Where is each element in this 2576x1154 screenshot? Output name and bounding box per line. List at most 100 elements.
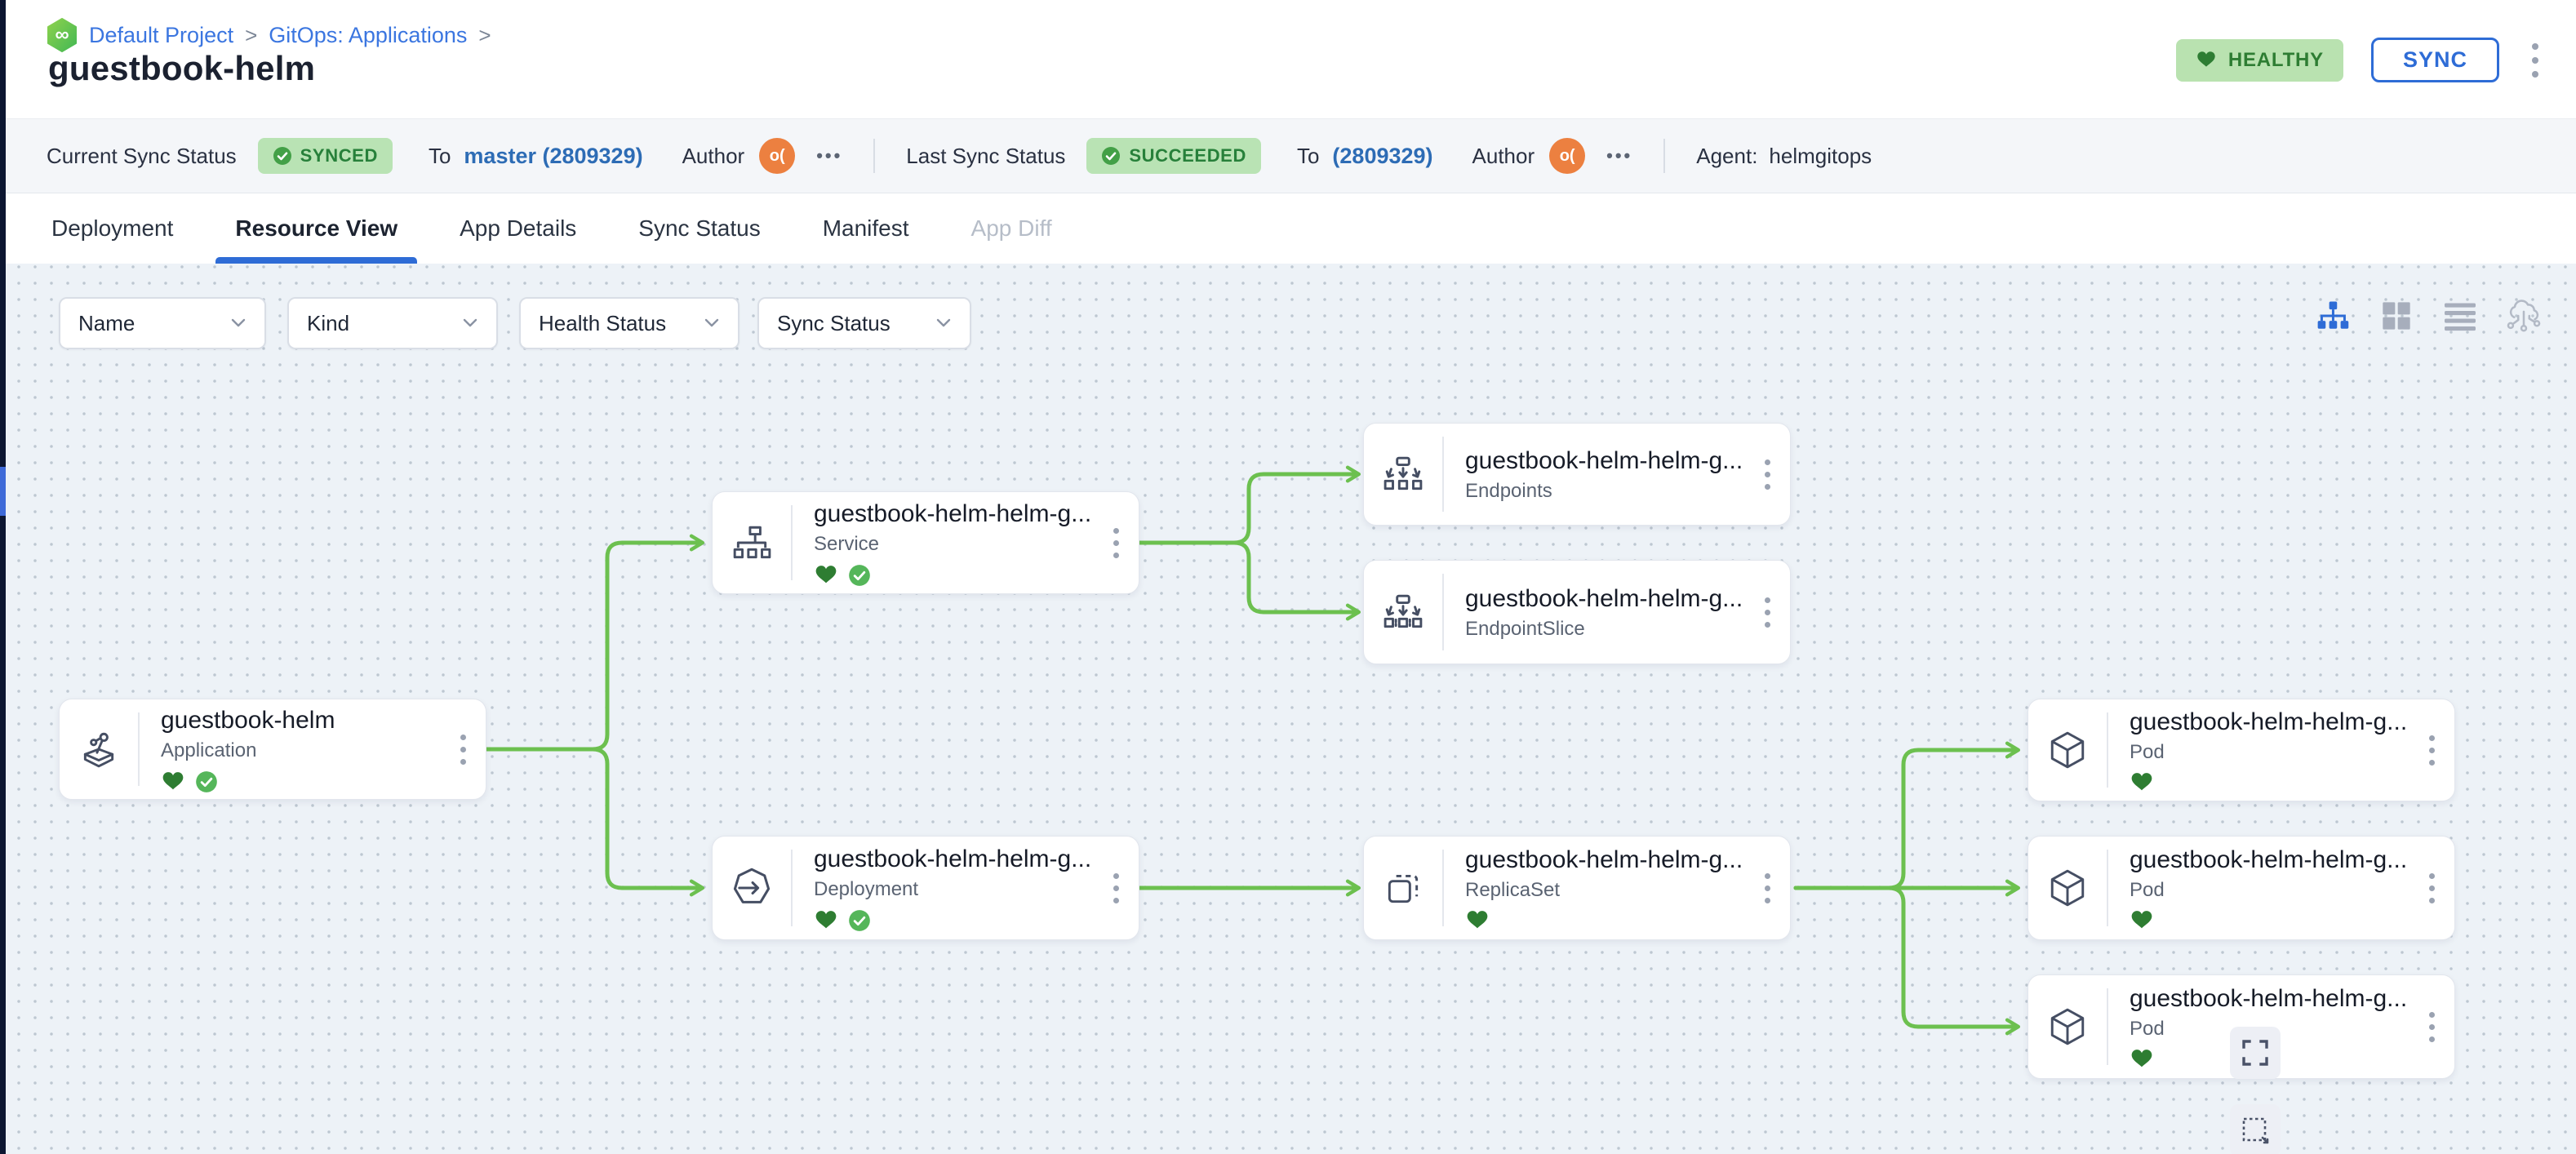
node-pod-2[interactable]: guestbook-helm-helm-g... Pod (2027, 836, 2455, 940)
node-kebab-menu[interactable] (2409, 699, 2454, 801)
filter-name-dropdown[interactable]: Name (59, 297, 266, 349)
healthy-heart-icon (2131, 772, 2152, 790)
breadcrumb-item-project[interactable]: Default Project (89, 22, 234, 47)
resource-graph-canvas[interactable]: Name Kind Health Status Sync Status (6, 264, 2576, 1154)
list-view-icon[interactable] (2442, 298, 2478, 334)
chevron-down-icon (936, 318, 951, 327)
divider (1442, 850, 1444, 926)
deployment-icon (713, 837, 791, 939)
node-title: guestbook-helm (161, 707, 335, 734)
synced-check-icon (849, 565, 870, 586)
commit-more-button[interactable]: ••• (816, 145, 843, 166)
grid-view-icon[interactable] (2378, 298, 2414, 334)
tab-deployment[interactable]: Deployment (51, 215, 174, 241)
node-kebab-menu[interactable] (1744, 561, 1790, 664)
tree-view-icon[interactable] (2315, 298, 2351, 334)
tab-resource-view[interactable]: Resource View (215, 193, 417, 264)
tab-manifest[interactable]: Manifest (822, 215, 909, 241)
node-title: guestbook-helm-helm-g... (814, 846, 1092, 872)
header: ∞ Default Project > GitOps: Applications… (6, 0, 2576, 118)
filter-label: Health Status (539, 310, 667, 335)
node-replicaset[interactable]: guestbook-helm-helm-g... ReplicaSet (1363, 836, 1791, 940)
breadcrumb-separator: > (478, 22, 491, 47)
node-kebab-menu[interactable] (440, 699, 486, 799)
node-kind: Pod (2130, 1017, 2165, 1040)
node-title: guestbook-helm-helm-g... (2130, 984, 2408, 1012)
synced-badge-label: SYNCED (300, 145, 378, 166)
last-revision-link[interactable]: (2809329) (1332, 143, 1433, 168)
node-kind: Service (814, 533, 880, 555)
check-circle-icon (1102, 147, 1121, 165)
node-service[interactable]: guestbook-helm-helm-g... Service (712, 491, 1139, 594)
agent-label: Agent: (1696, 143, 1758, 168)
node-kebab-menu[interactable] (1093, 837, 1139, 939)
heart-icon (2196, 51, 2217, 70)
application-icon (60, 699, 138, 799)
node-kind: Pod (2130, 740, 2165, 763)
breadcrumb-item-applications[interactable]: GitOps: Applications (269, 22, 468, 47)
divider (1663, 139, 1666, 173)
node-deployment[interactable]: guestbook-helm-helm-g... Deployment (712, 836, 1139, 940)
node-title: guestbook-helm-helm-g... (1465, 585, 1743, 612)
node-kebab-menu[interactable] (2409, 975, 2454, 1078)
header-kebab-menu[interactable] (2527, 38, 2543, 82)
succeeded-badge-label: SUCCEEDED (1129, 145, 1246, 166)
node-kebab-menu[interactable] (1093, 492, 1139, 593)
author-avatar: o( (1549, 138, 1586, 174)
current-sync-status-label: Current Sync Status (47, 143, 237, 168)
divider (1442, 574, 1444, 650)
breadcrumb-separator: > (245, 22, 258, 47)
filter-kind-dropdown[interactable]: Kind (287, 297, 498, 349)
node-endpointslice[interactable]: guestbook-helm-helm-g... EndpointSlice (1363, 560, 1791, 664)
node-kind: Deployment (814, 878, 919, 900)
healthy-heart-icon (2131, 910, 2152, 928)
page-title: guestbook-helm (48, 49, 316, 87)
node-kind: EndpointSlice (1465, 618, 1585, 640)
cloud-view-icon[interactable] (2506, 298, 2542, 334)
last-sync-status-label: Last Sync Status (906, 143, 1066, 168)
marquee-select-button[interactable] (2230, 1104, 2281, 1154)
node-endpoints[interactable]: guestbook-helm-helm-g... Endpoints (1363, 423, 1791, 526)
fullscreen-icon (2242, 1040, 2268, 1066)
health-badge-label: HEALTHY (2227, 48, 2324, 71)
node-kebab-menu[interactable] (1744, 837, 1790, 939)
node-kind: ReplicaSet (1465, 878, 1561, 901)
pod-icon (2028, 699, 2107, 801)
filter-sync-status-dropdown[interactable]: Sync Status (757, 297, 971, 349)
node-application[interactable]: guestbook-helm Application (59, 699, 486, 800)
divider (2107, 850, 2108, 926)
current-revision-link[interactable]: master (2809329) (464, 143, 643, 168)
marquee-select-icon (2242, 1117, 2269, 1144)
divider (873, 139, 876, 173)
healthy-heart-icon (815, 910, 837, 928)
node-title: guestbook-helm-helm-g... (814, 500, 1092, 527)
divider (1442, 437, 1444, 512)
sync-button[interactable]: SYNC (2370, 38, 2499, 82)
pod-icon (2028, 837, 2107, 939)
divider (138, 712, 140, 786)
check-circle-icon (273, 147, 291, 165)
graph-edges (481, 465, 2021, 1036)
succeeded-badge: SUCCEEDED (1086, 138, 1261, 174)
node-kebab-menu[interactable] (2409, 837, 2454, 939)
fullscreen-button[interactable] (2230, 1027, 2281, 1079)
filter-health-status-dropdown[interactable]: Health Status (519, 297, 739, 349)
collapsed-sidebar-rail[interactable] (0, 0, 6, 1154)
tab-sync-status[interactable]: Sync Status (638, 215, 761, 241)
health-status-badge: HEALTHY (2175, 38, 2343, 82)
sidebar-active-indicator (0, 467, 6, 516)
node-title: guestbook-helm-helm-g... (2130, 846, 2408, 873)
synced-check-icon (849, 910, 870, 931)
healthy-heart-icon (162, 771, 184, 789)
tab-bar: Deployment Resource View App Details Syn… (6, 193, 2576, 264)
node-kebab-menu[interactable] (1744, 424, 1790, 525)
to-label: To (428, 143, 451, 168)
tab-app-details[interactable]: App Details (460, 215, 577, 241)
synced-check-icon (196, 771, 217, 792)
node-pod-1[interactable]: guestbook-helm-helm-g... Pod (2027, 699, 2455, 801)
filter-label: Sync Status (777, 310, 890, 335)
node-title: guestbook-helm-helm-g... (1465, 447, 1743, 474)
tab-app-diff[interactable]: App Diff (970, 215, 1052, 241)
commit-more-button[interactable]: ••• (1606, 145, 1633, 166)
